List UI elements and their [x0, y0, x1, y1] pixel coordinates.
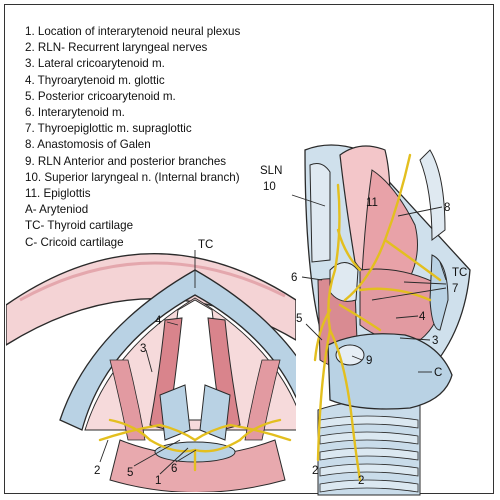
label-3-right: 3 — [432, 335, 438, 347]
legend-item: 8. Anastomosis of Galen — [25, 138, 151, 152]
label-tc-right: TC — [452, 267, 467, 279]
label-5: 5 — [127, 467, 133, 479]
legend-item: A- Aryteniod — [25, 203, 89, 217]
thyroid-cartilage — [59, 269, 296, 431]
legend-item: 2. RLN- Recurrent laryngeal nerves — [25, 41, 208, 55]
superior-view-panel — [6, 250, 296, 492]
label-3: 3 — [140, 343, 146, 355]
label-9: 9 — [366, 355, 372, 367]
legend-item: 10. Superior laryngeal n. (Internal bran… — [25, 170, 240, 184]
legend-item: 6. Interarytenoid m. — [25, 106, 125, 120]
arytenoid-right — [199, 384, 231, 441]
trachea — [317, 400, 421, 496]
laryngeal-nerves — [313, 153, 442, 482]
label-2-right-b: 2 — [358, 475, 364, 487]
label-sln: SLN — [260, 165, 282, 177]
label-8: 8 — [444, 202, 450, 214]
legend-item: 11. Epiglottis — [25, 187, 91, 201]
posterolateral-view-panel — [291, 144, 471, 496]
label-2: 2 — [94, 465, 100, 477]
left-panel-labels: TC 4 3 2 5 1 6 — [94, 239, 213, 487]
arytenoid-left — [159, 384, 191, 441]
pharyngeal-wall — [6, 253, 296, 346]
right-panel-labels: SLN 10 11 8 TC 6 7 5 4 3 9 C 2 2 — [260, 165, 467, 487]
label-c: C — [434, 367, 442, 379]
recurrent-laryngeal-nerves — [98, 418, 292, 472]
legend-item: 9. RLN Anterior and posterior branches — [25, 154, 227, 168]
legend-item: TC- Thyroid cartilage — [25, 219, 134, 233]
label-10: 10 — [263, 181, 276, 193]
label-5-right: 5 — [296, 313, 302, 325]
leader-lines — [291, 194, 447, 373]
legend-item: 1. Location of interarytenoid neural ple… — [25, 25, 241, 38]
label-1: 1 — [155, 475, 161, 487]
label-4-right: 4 — [419, 311, 426, 323]
label-tc: TC — [198, 239, 213, 251]
thyroarytenoid-muscle-lateral — [359, 268, 442, 342]
label-7: 7 — [452, 283, 458, 295]
legend-item: 4. Thyroarytenoid m. glottic — [25, 73, 165, 87]
legend-item: C- Cricoid cartilage — [25, 235, 124, 249]
figure-legend: 1. Location of interarytenoid neural ple… — [25, 24, 295, 251]
label-2-right-a: 2 — [312, 465, 318, 477]
legend-item: 7. Thyroepiglottic m. supraglottic — [25, 122, 192, 136]
label-11: 11 — [366, 197, 378, 209]
legend-item: 5. Posterior cricoarytenoid m. — [25, 89, 176, 103]
legend-item: 3. Lateral cricoarytenoid m. — [25, 57, 165, 71]
label-4: 4 — [155, 315, 162, 327]
label-6: 6 — [171, 463, 177, 475]
label-6-right: 6 — [291, 272, 297, 284]
